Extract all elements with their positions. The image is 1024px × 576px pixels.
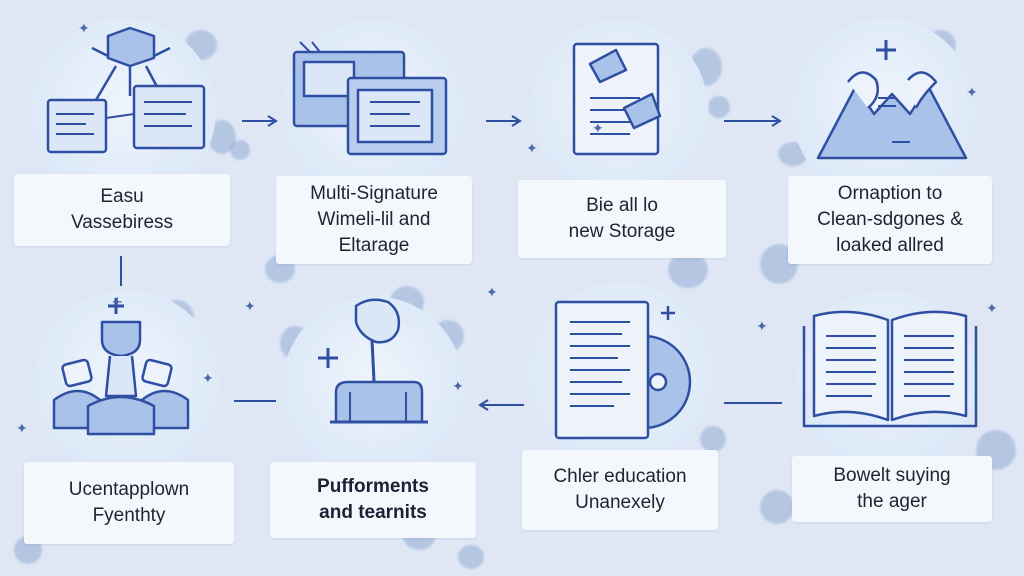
connector-line [724,402,782,404]
step-label-line: Wimeli-lil and [317,209,431,230]
decor-blob [708,96,730,118]
step-label-line: the ager [857,491,927,512]
decor-blob [230,140,250,160]
sparkle-icon: ✦ [592,120,604,136]
sparkle-icon: ✦ [756,318,768,334]
step-label: Ucentapplown Fyenthty [24,462,234,544]
step-label: Easu Vassebiress [14,174,230,246]
two-people-icon [816,40,968,160]
sparkle-icon: ✦ [526,140,538,156]
step-label: Pufforments and tearnits [270,462,476,538]
open-book-icon [802,310,978,428]
step-label-line: Easu [100,186,144,207]
decor-blob [760,490,794,524]
step-label-line: Pufforments [317,476,429,497]
step-label-line: and tearnits [319,502,427,523]
step-label-line: Bie all lo [586,195,658,216]
trophy-team-icon [52,298,190,436]
step-label-line: new Storage [568,221,676,242]
sparkle-icon: ✦ [202,370,214,386]
multi-window-icon [292,41,448,156]
step-label: Multi-Signature Wimeli-lil and Eltarage [276,176,472,264]
arrow-right-icon [486,115,522,127]
sparkle-icon: ✦ [78,20,90,36]
sparkle-icon: ✦ [986,300,998,316]
arrow-left-icon [478,399,524,411]
sparkle-icon: ✦ [966,84,978,100]
step-label: Chler education Unanexely [522,450,718,530]
step-label-line: Multi-Signature [310,183,438,204]
sparkle-icon: ✦ [452,378,464,394]
step-label-line: Clean-sdgones & [817,209,963,230]
sparkle-icon: + [112,292,123,312]
step-label-line: Vassebiress [70,212,174,233]
decor-blob [668,252,708,288]
step-label-line: Fyenthty [92,505,166,526]
sparkle-icon: ✦ [244,298,256,314]
step-label-line: Ucentapplown [68,479,190,500]
connector-line [120,256,122,286]
connector-line [234,400,276,402]
step-label-line: Chler education [553,466,687,487]
workflow-documents-icon [46,26,206,154]
arrow-right-icon [724,115,782,127]
step-label-line: Eltarage [338,235,410,256]
step-label-line: Bowelt suying [833,465,951,486]
step-label-line: loaked allred [836,235,944,256]
certificate-icon [572,42,662,156]
sparkle-icon: ✦ [16,420,28,436]
document-disc-icon [554,300,692,440]
decor-blob [700,426,726,452]
arrow-right-icon [242,115,278,127]
decor-blob [458,545,484,569]
step-label: Ornaption to Clean-sdgones & loaked allr… [788,176,992,264]
step-label: Bie all lo new Storage [518,180,726,258]
step-label: Bowelt suying the ager [792,456,992,522]
person-chart-icon [318,298,428,424]
sparkle-icon: ✦ [486,284,498,300]
step-label-line: Unanexely [575,492,665,513]
step-label-line: Ornaption to [837,183,943,204]
